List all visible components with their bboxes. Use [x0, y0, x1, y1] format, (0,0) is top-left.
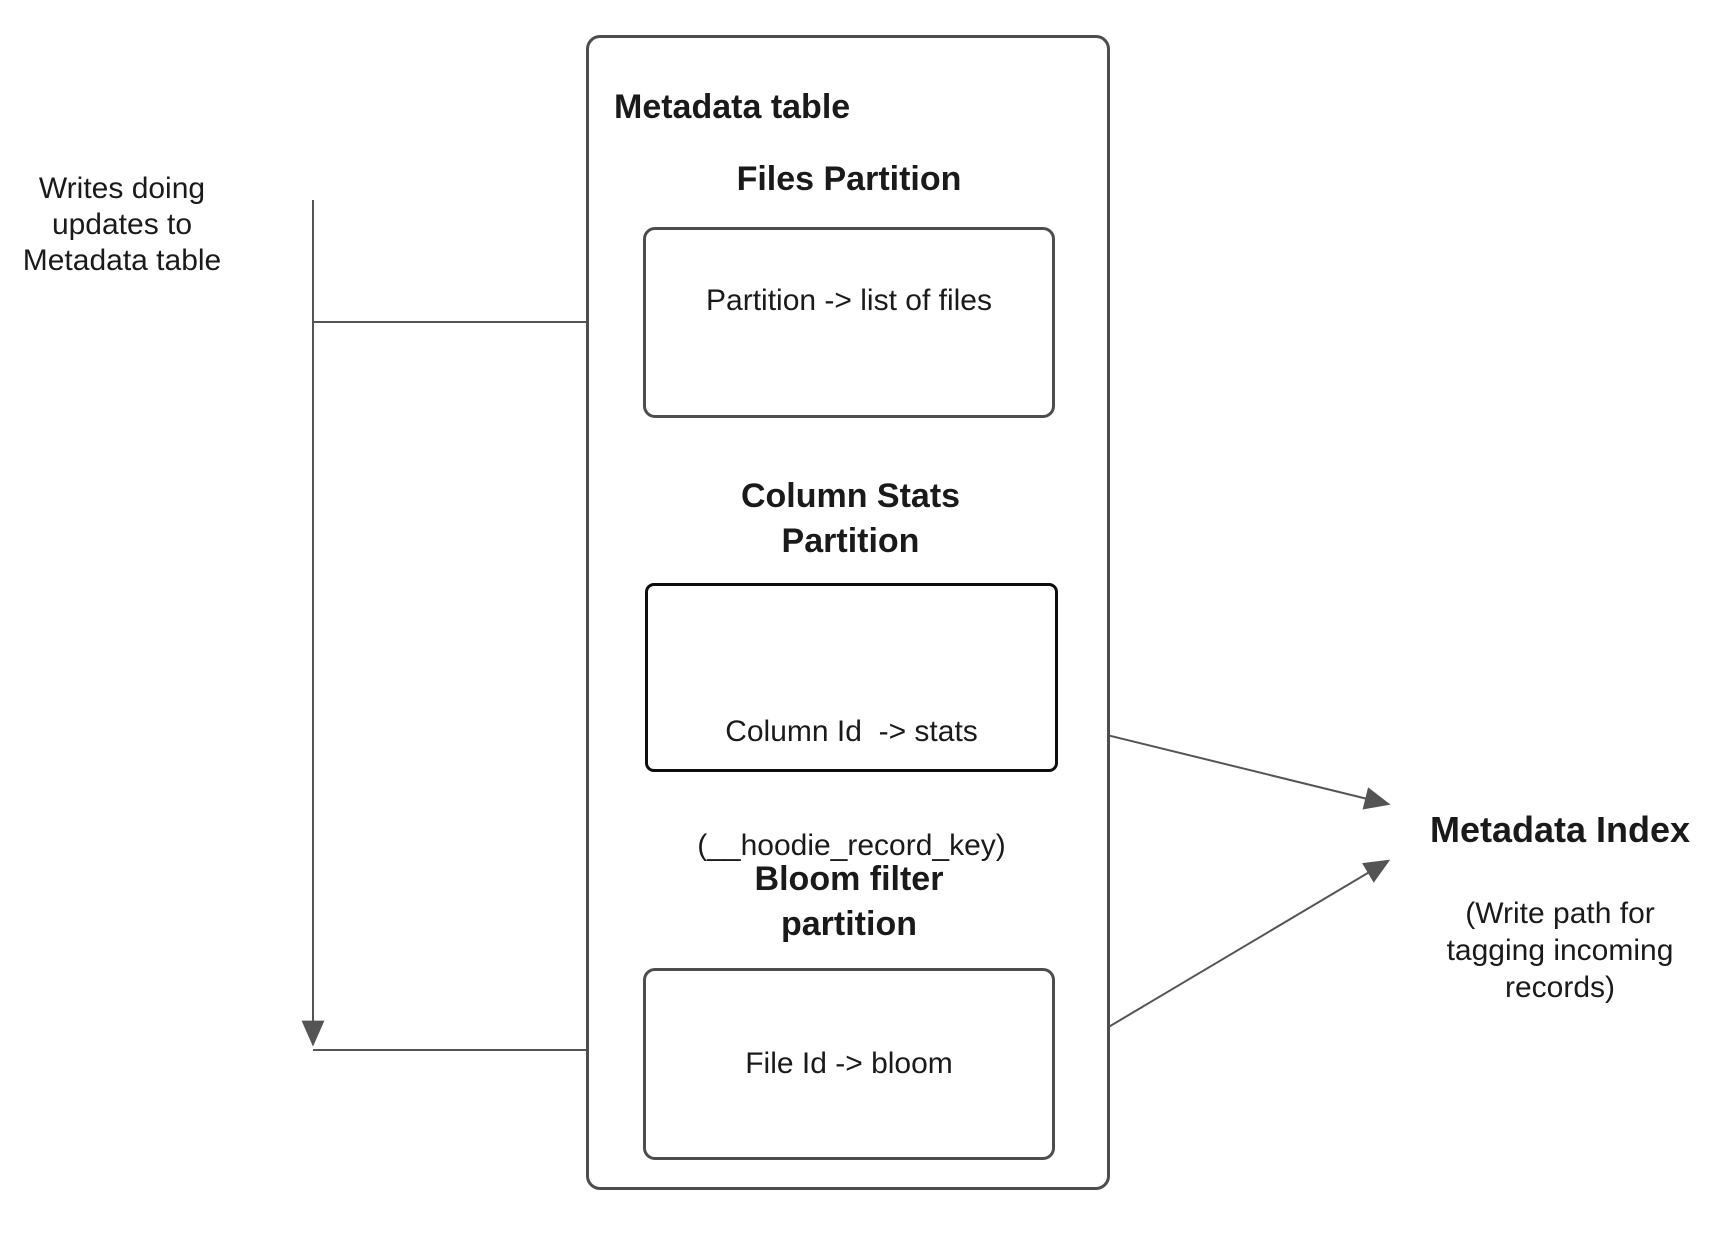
bloom-filter-box: File Id -> bloom: [643, 968, 1055, 1160]
column-stats-box: Column Id -> stats (__hoodie_record_key): [645, 583, 1058, 862]
files-partition-heading: Files Partition: [736, 160, 962, 198]
writes-note-line: updates to: [51, 208, 193, 241]
writes-note-line: Writes doing: [38, 172, 206, 205]
bloom-filter-heading: Bloom filter partition: [754, 860, 944, 943]
column-stats-box-label: Column Id -> stats (__hoodie_record_key): [697, 715, 1006, 862]
arrow-columnstats-to-index: [1057, 722, 1391, 810]
metadata-index-title: Metadata Index: [1429, 809, 1691, 850]
files-partition-box: Partition -> list of files: [643, 227, 1055, 418]
bloom-filter-box-label: File Id -> bloom: [745, 1047, 953, 1080]
files-partition-box-label: Partition -> list of files: [706, 284, 992, 317]
writes-note: Writes doing updates to Metadata table: [10, 171, 234, 279]
writes-note-line: Metadata table: [22, 244, 222, 277]
arrow-bloom-to-index: [1057, 859, 1391, 1058]
metadata-table-title: Metadata table: [614, 88, 851, 126]
metadata-index-subtitle: (Write path for tagging incoming records…: [1446, 897, 1674, 1004]
column-stats-heading: Column Stats Partition: [740, 477, 961, 560]
